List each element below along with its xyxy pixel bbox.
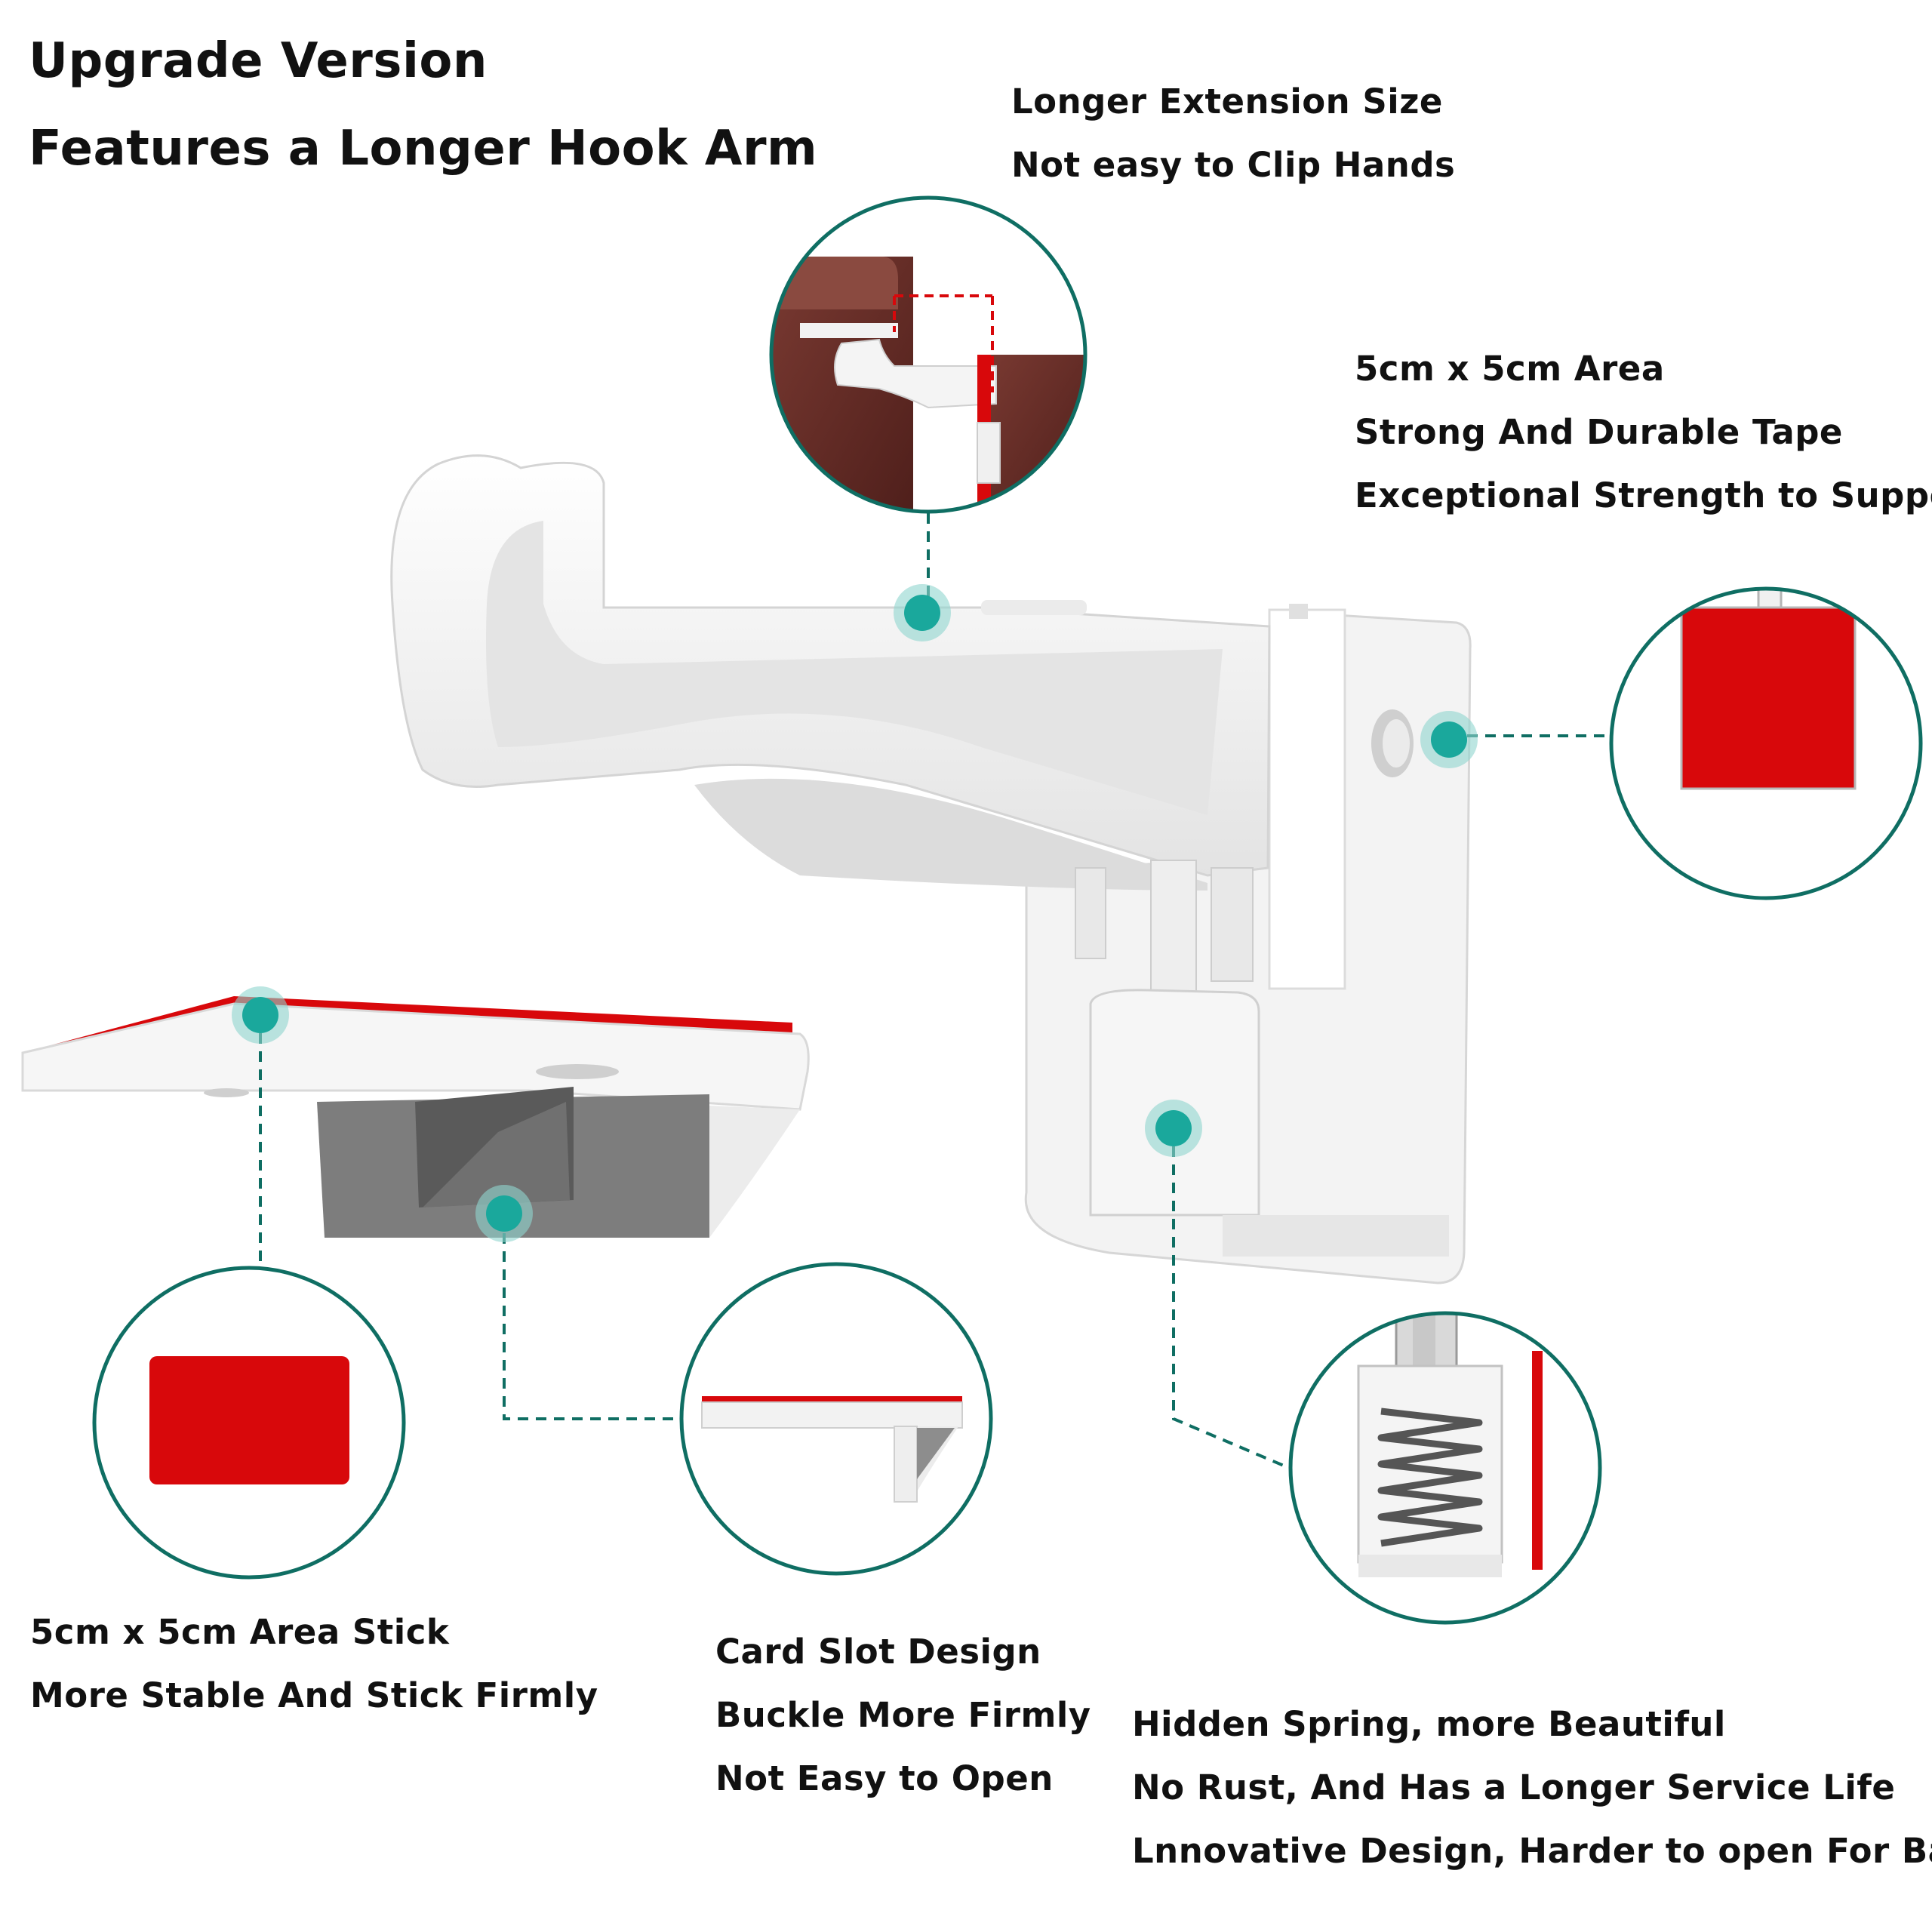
detail-circle-stick — [92, 1266, 406, 1580]
callout-dots — [232, 584, 1478, 1242]
tape-square — [1680, 606, 1857, 790]
tape-caption-1: 5cm x 5cm Area — [1355, 349, 1665, 389]
stick-tape-square — [149, 1356, 349, 1484]
spring-coil — [1377, 1407, 1483, 1547]
detail-circle-tape — [1609, 586, 1923, 900]
slot-caption-3: Not Easy to Open — [715, 1758, 1054, 1798]
dot-spring — [1155, 1110, 1192, 1146]
detail-circle-slot — [679, 1262, 993, 1576]
spring-caption-3: Lnnovative Design, Harder to open For Ba… — [1132, 1831, 1932, 1871]
dot-stick — [242, 997, 278, 1033]
dot-slot — [486, 1195, 522, 1232]
spring-caption-1: Hidden Spring, more Beautiful — [1132, 1704, 1726, 1744]
header-line-1: Upgrade Version — [29, 33, 488, 89]
detail-circle-extension — [769, 195, 1088, 514]
slot-caption-1: Card Slot Design — [715, 1632, 1041, 1672]
adhesive-catch — [21, 996, 810, 1238]
main-latch — [390, 454, 1472, 1284]
slot-caption-2: Buckle More Firmly — [715, 1695, 1091, 1735]
extension-caption-2: Not easy to Clip Hands — [1011, 145, 1456, 185]
extension-caption-1: Longer Extension Size — [1011, 82, 1443, 122]
tape-caption-3: Exceptional Strength to Support — [1355, 475, 1932, 515]
stick-caption-1: 5cm x 5cm Area Stick — [30, 1612, 450, 1652]
dot-tape — [1431, 721, 1467, 758]
stick-caption-2: More Stable And Stick Firmly — [30, 1675, 598, 1715]
detail-circle-spring — [1288, 1311, 1602, 1625]
spring-caption-2: No Rust, And Has a Longer Service Life — [1132, 1767, 1896, 1807]
header-line-2: Features a Longer Hook Arm — [29, 121, 818, 177]
tape-caption-2: Strong And Durable Tape — [1355, 412, 1843, 452]
dot-extension — [904, 595, 940, 631]
